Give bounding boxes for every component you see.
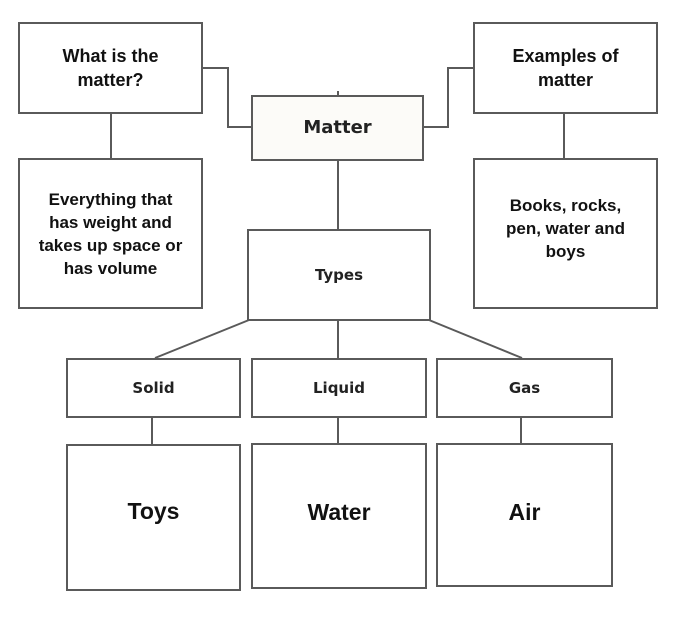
state-box-gas: Gas: [436, 358, 613, 418]
example-box-liquid: Water: [251, 443, 427, 589]
example-box-gas: Air: [436, 443, 613, 587]
examples-of-matter-text: Examples of matter: [512, 46, 619, 90]
example-text-liquid: Water: [307, 499, 371, 525]
examples-answer-text: Books, rocks, pen, water and boys: [505, 196, 626, 261]
state-label-solid: Solid: [132, 379, 175, 397]
connector-types-solid: [154, 319, 250, 359]
example-text-gas: Air: [508, 499, 541, 525]
example-box-solid: Toys: [66, 444, 241, 591]
types-text: Types: [314, 266, 364, 284]
matter-text: Matter: [303, 117, 372, 138]
types-box: Types: [247, 229, 431, 321]
examples-of-matter-box: Examples of matter: [473, 22, 658, 114]
state-box-solid: Solid: [66, 358, 241, 418]
examples-answer-box: Books, rocks, pen, water and boys: [473, 158, 658, 309]
matter-box: Matter: [251, 95, 424, 161]
state-label-gas: Gas: [508, 379, 541, 397]
example-text-solid: Toys: [127, 498, 180, 524]
connector-matter-examples: [423, 67, 473, 128]
state-label-liquid: Liquid: [313, 379, 365, 397]
definition-text: Everything that has weight and takes up …: [38, 189, 183, 278]
definition-box: Everything that has weight and takes up …: [18, 158, 203, 309]
connector-types-gas: [428, 319, 523, 359]
what-is-matter-text: What is the matter?: [62, 46, 159, 90]
state-box-liquid: Liquid: [251, 358, 427, 418]
connector-whatis-matter: [202, 67, 251, 128]
what-is-matter-box: What is the matter?: [18, 22, 203, 114]
